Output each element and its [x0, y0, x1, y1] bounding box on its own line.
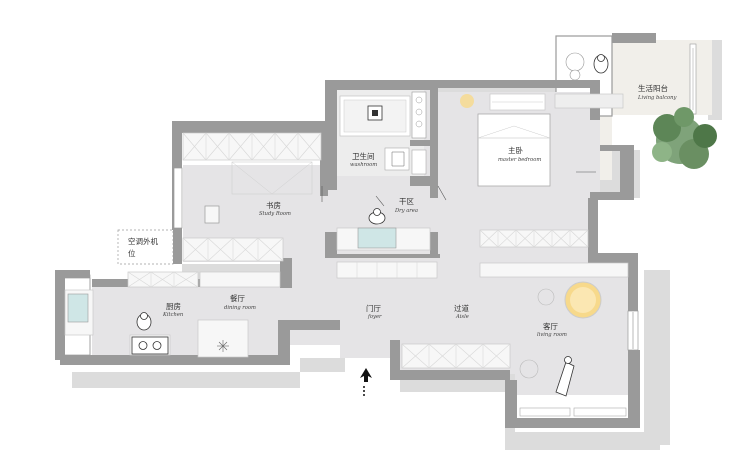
entrance-arrow-icon	[360, 368, 372, 396]
foyer-label-en: foyer	[367, 314, 382, 320]
living-balcony-label: 生活阳台	[638, 83, 668, 93]
stove-icon	[131, 336, 169, 355]
lamp-icon	[564, 281, 602, 319]
person-icon	[368, 208, 386, 225]
person-icon	[555, 356, 575, 397]
washing-machine-icon	[367, 105, 383, 121]
dry-area-label-en: Dry area	[394, 208, 418, 214]
toilet-icon	[411, 91, 427, 139]
washroom-label: 卫生间	[352, 151, 375, 161]
master-bedroom-label: 主卧	[508, 145, 523, 155]
room-labels: 生活阳台 Living balcony 卫生间 washroom 主卧 mast…	[128, 83, 676, 338]
kitchen-label-en: Kitchen	[162, 312, 183, 318]
washroom-label-en: washroom	[350, 162, 377, 168]
aisle-label: 过道	[454, 303, 469, 313]
tree-icon	[652, 107, 717, 169]
ac-unit-label-line2: 位	[128, 248, 136, 258]
dry-area-label: 干区	[399, 197, 414, 206]
dining-label: 餐厅	[230, 294, 245, 303]
living-balcony-label-en: Living balcony	[637, 95, 676, 101]
study-label: 书房	[266, 200, 281, 210]
bathtub-icon	[384, 147, 410, 171]
person-icon	[136, 312, 152, 331]
sink-icon	[357, 227, 397, 249]
windows	[55, 167, 639, 360]
study-label-en: Study Room	[259, 211, 291, 217]
door-markers	[321, 171, 596, 207]
dining-label-en: dining room	[224, 305, 256, 311]
master-bedroom-label-en: master bedroom	[498, 157, 541, 163]
person-icon	[593, 54, 609, 74]
ac-unit-label-line1: 空调外机	[128, 236, 158, 246]
living-room-label-en: living room	[537, 332, 567, 338]
living-room-label: 客厅	[543, 321, 558, 331]
furniture	[67, 52, 627, 417]
aisle-label-en: Aisle	[455, 314, 469, 320]
foyer-label: 门厅	[366, 304, 381, 313]
kitchen-label: 厨房	[166, 301, 181, 311]
